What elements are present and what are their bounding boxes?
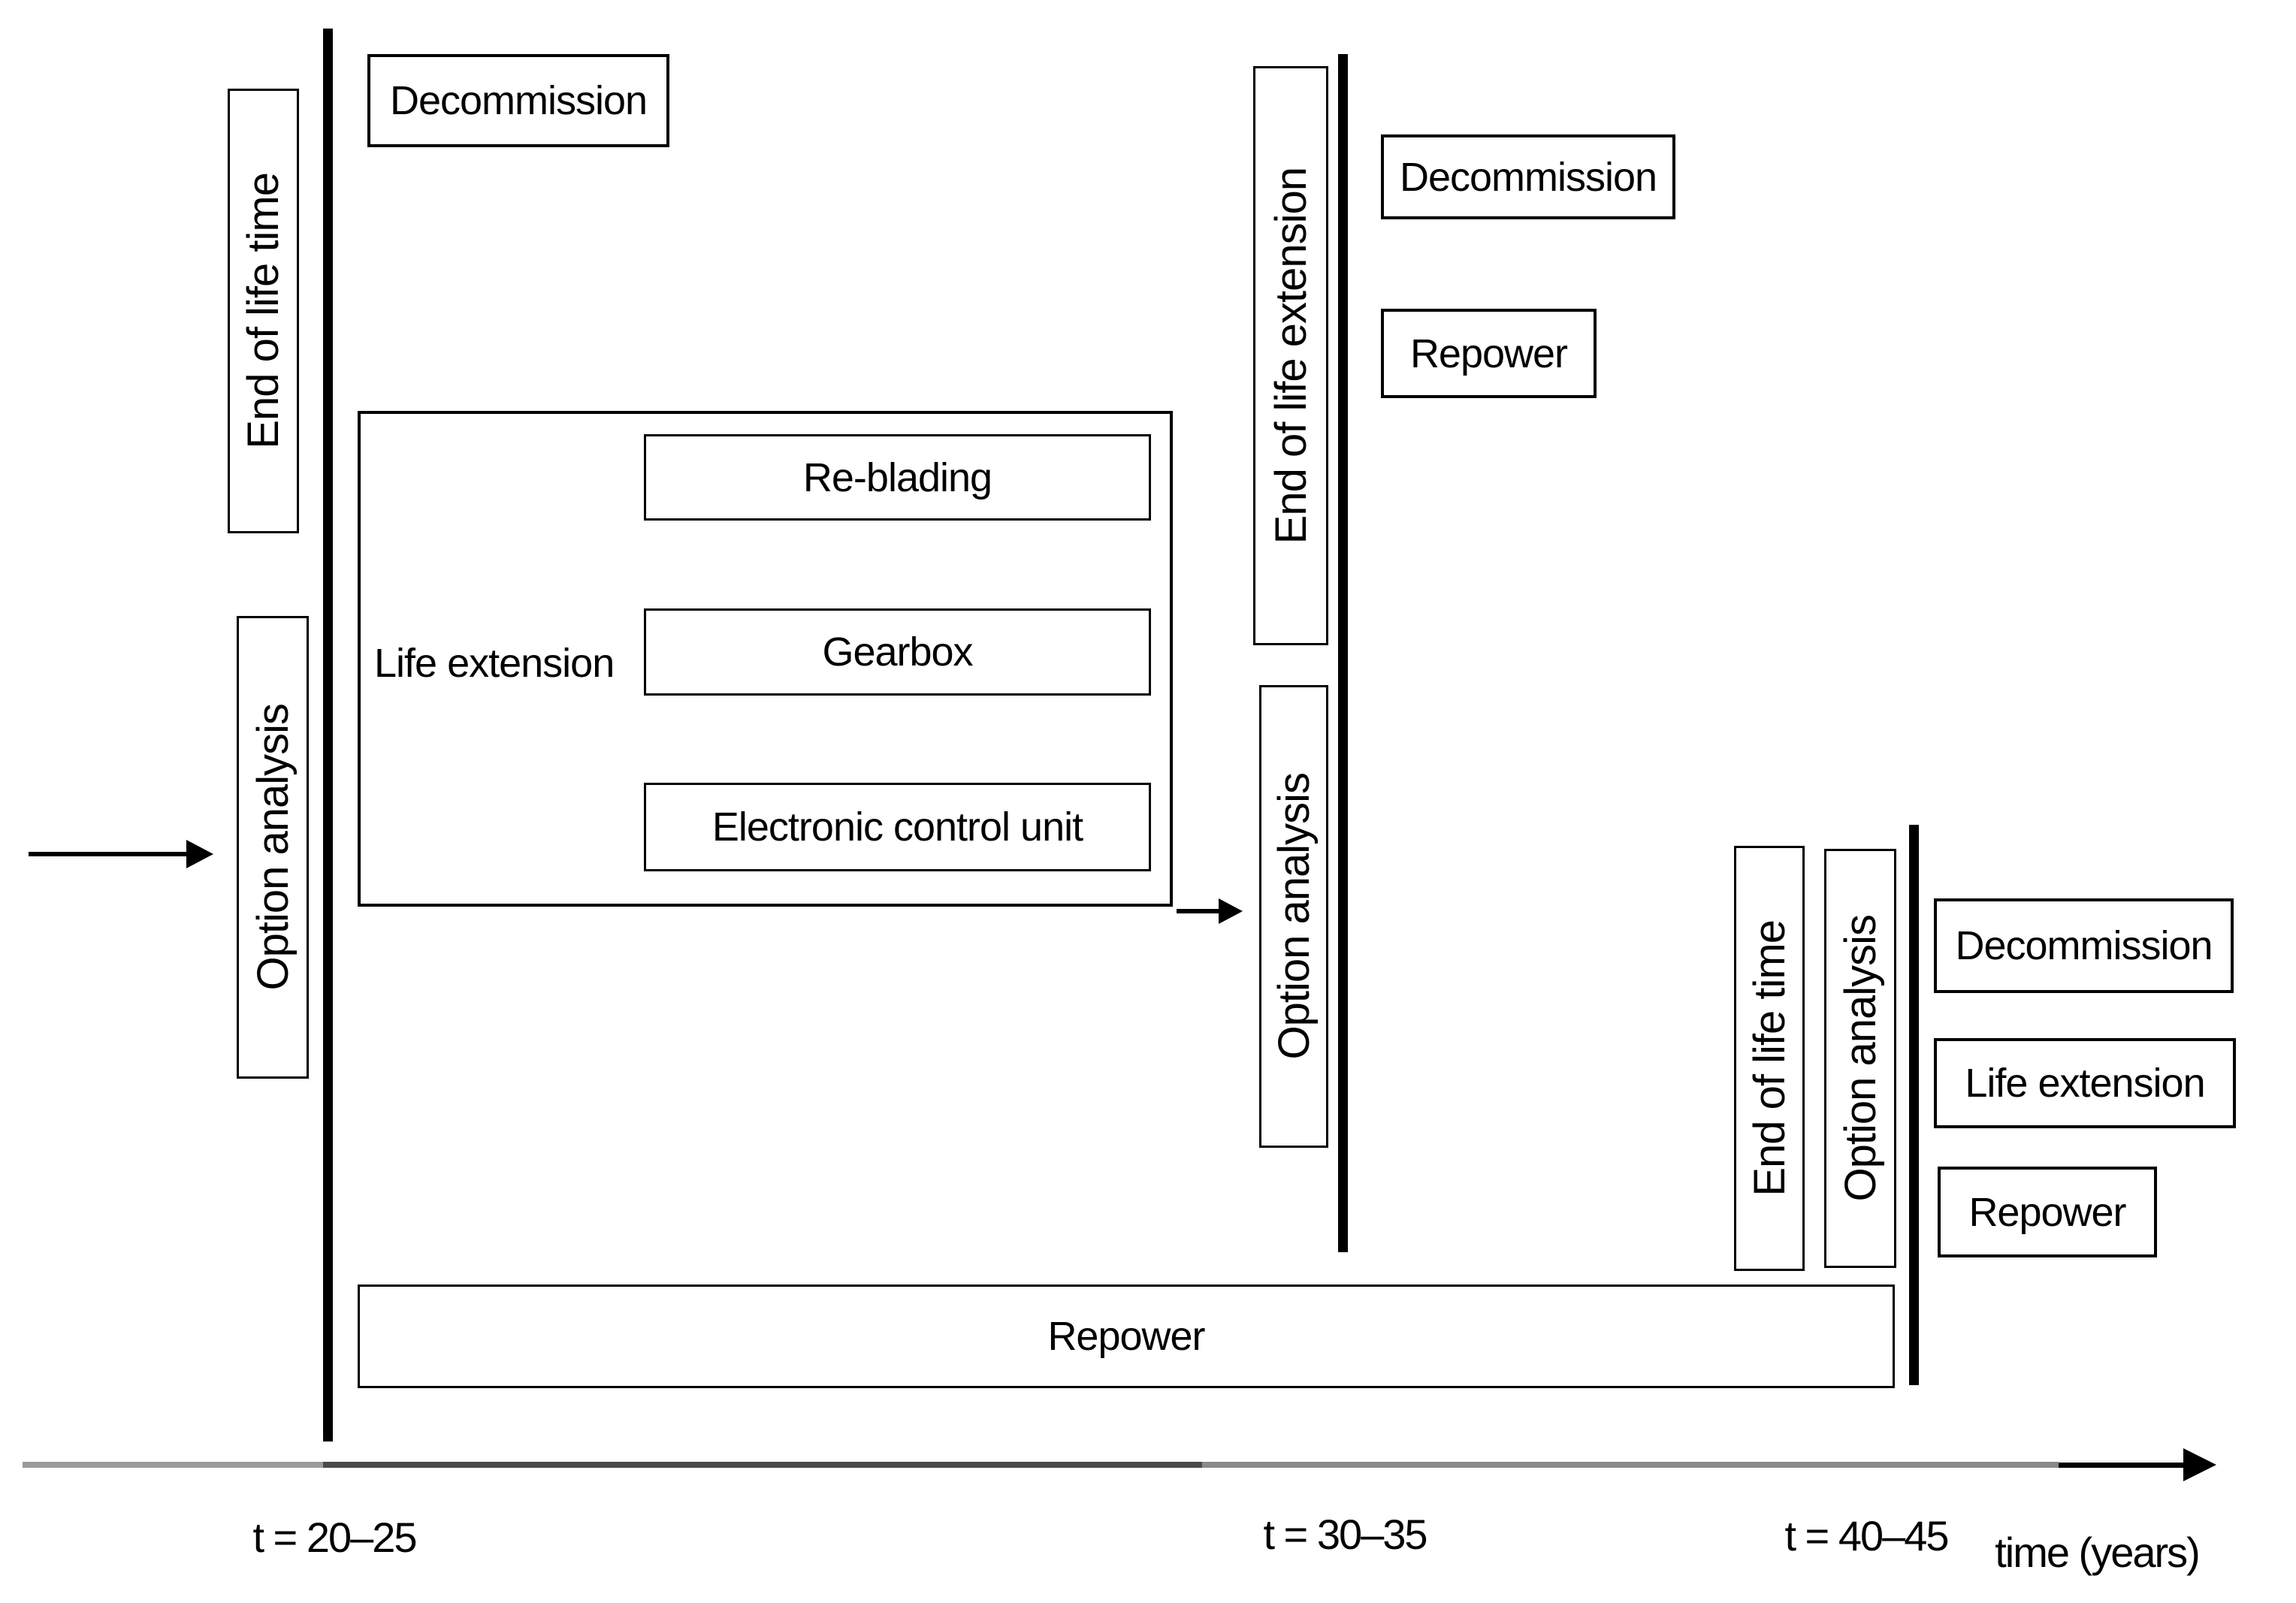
stage2-option-analysis-box: Option analysis xyxy=(1259,685,1328,1148)
electronic-control-unit-label: Electronic control unit xyxy=(711,805,1083,850)
stage2-decommission-label: Decommission xyxy=(1399,154,1657,200)
stage2-end-of-life-extension-label: End of life extension xyxy=(1266,167,1316,545)
time-tick-label-2: t = 30–35 xyxy=(1263,1511,1427,1558)
electronic-control-unit-box: Electronic control unit xyxy=(644,783,1151,871)
stage2-option-analysis-label: Option analysis xyxy=(1269,773,1319,1060)
repower-span-box: Repower xyxy=(358,1285,1895,1388)
stage1-end-of-life-time-box: End of life time xyxy=(228,89,299,533)
stage3-end-of-life-time-label: End of life time xyxy=(1745,920,1794,1197)
time-axis-title: time (years) xyxy=(1995,1529,2201,1576)
stage2-repower-box: Repower xyxy=(1381,309,1597,398)
stage1-decommission-label: Decommission xyxy=(389,78,648,123)
gearbox-box: Gearbox xyxy=(644,608,1151,696)
stage3-option-analysis-box: Option analysis xyxy=(1824,849,1896,1268)
stage3-decommission-box: Decommission xyxy=(1934,898,2234,993)
stage3-life-extension-box: Life extension xyxy=(1934,1038,2236,1128)
time-axis-segment-left xyxy=(23,1462,323,1468)
stage2-decommission-box: Decommission xyxy=(1381,134,1675,219)
stage3-decision-line xyxy=(1909,825,1919,1385)
time-axis-segment-grey xyxy=(1202,1462,2059,1468)
stage1-end-of-life-time-label: End of life time xyxy=(239,173,288,449)
stage1-decommission-box: Decommission xyxy=(367,54,669,147)
stage3-repower-box: Repower xyxy=(1938,1167,2157,1257)
stage2-end-of-life-extension-box: End of life extension xyxy=(1253,66,1328,645)
incoming-arrow-head-icon xyxy=(186,840,213,868)
re-blading-label: Re-blading xyxy=(802,454,992,500)
repower-span-label: Repower xyxy=(1047,1314,1205,1359)
incoming-arrow-shaft xyxy=(29,852,188,856)
stage2-arrow-shaft xyxy=(1177,909,1220,913)
time-tick-label-1: t = 20–25 xyxy=(252,1514,417,1561)
stage3-end-of-life-time-box: End of life time xyxy=(1734,846,1805,1271)
stage3-life-extension-label: Life extension xyxy=(1965,1061,2205,1106)
stage1-option-analysis-box: Option analysis xyxy=(237,616,309,1079)
re-blading-box: Re-blading xyxy=(644,434,1151,521)
stage1-option-analysis-label: Option analysis xyxy=(248,704,298,991)
stage3-repower-label: Repower xyxy=(1968,1189,2126,1235)
time-axis-arrow-head-icon xyxy=(2183,1448,2216,1481)
stage2-decision-line xyxy=(1338,54,1348,1252)
stage2-repower-label: Repower xyxy=(1409,331,1568,376)
stage3-option-analysis-label: Option analysis xyxy=(1835,915,1885,1202)
stage2-arrow-head-icon xyxy=(1219,898,1243,924)
stage1-decision-line xyxy=(323,29,333,1441)
stage3-decommission-label: Decommission xyxy=(1955,923,2213,968)
time-axis-segment-end xyxy=(2059,1463,2185,1468)
time-axis-segment-dark xyxy=(323,1462,1202,1468)
life-extension-group-label: Life extension xyxy=(374,641,615,686)
time-tick-label-3: t = 40–45 xyxy=(1784,1512,1949,1559)
gearbox-label: Gearbox xyxy=(822,629,973,675)
